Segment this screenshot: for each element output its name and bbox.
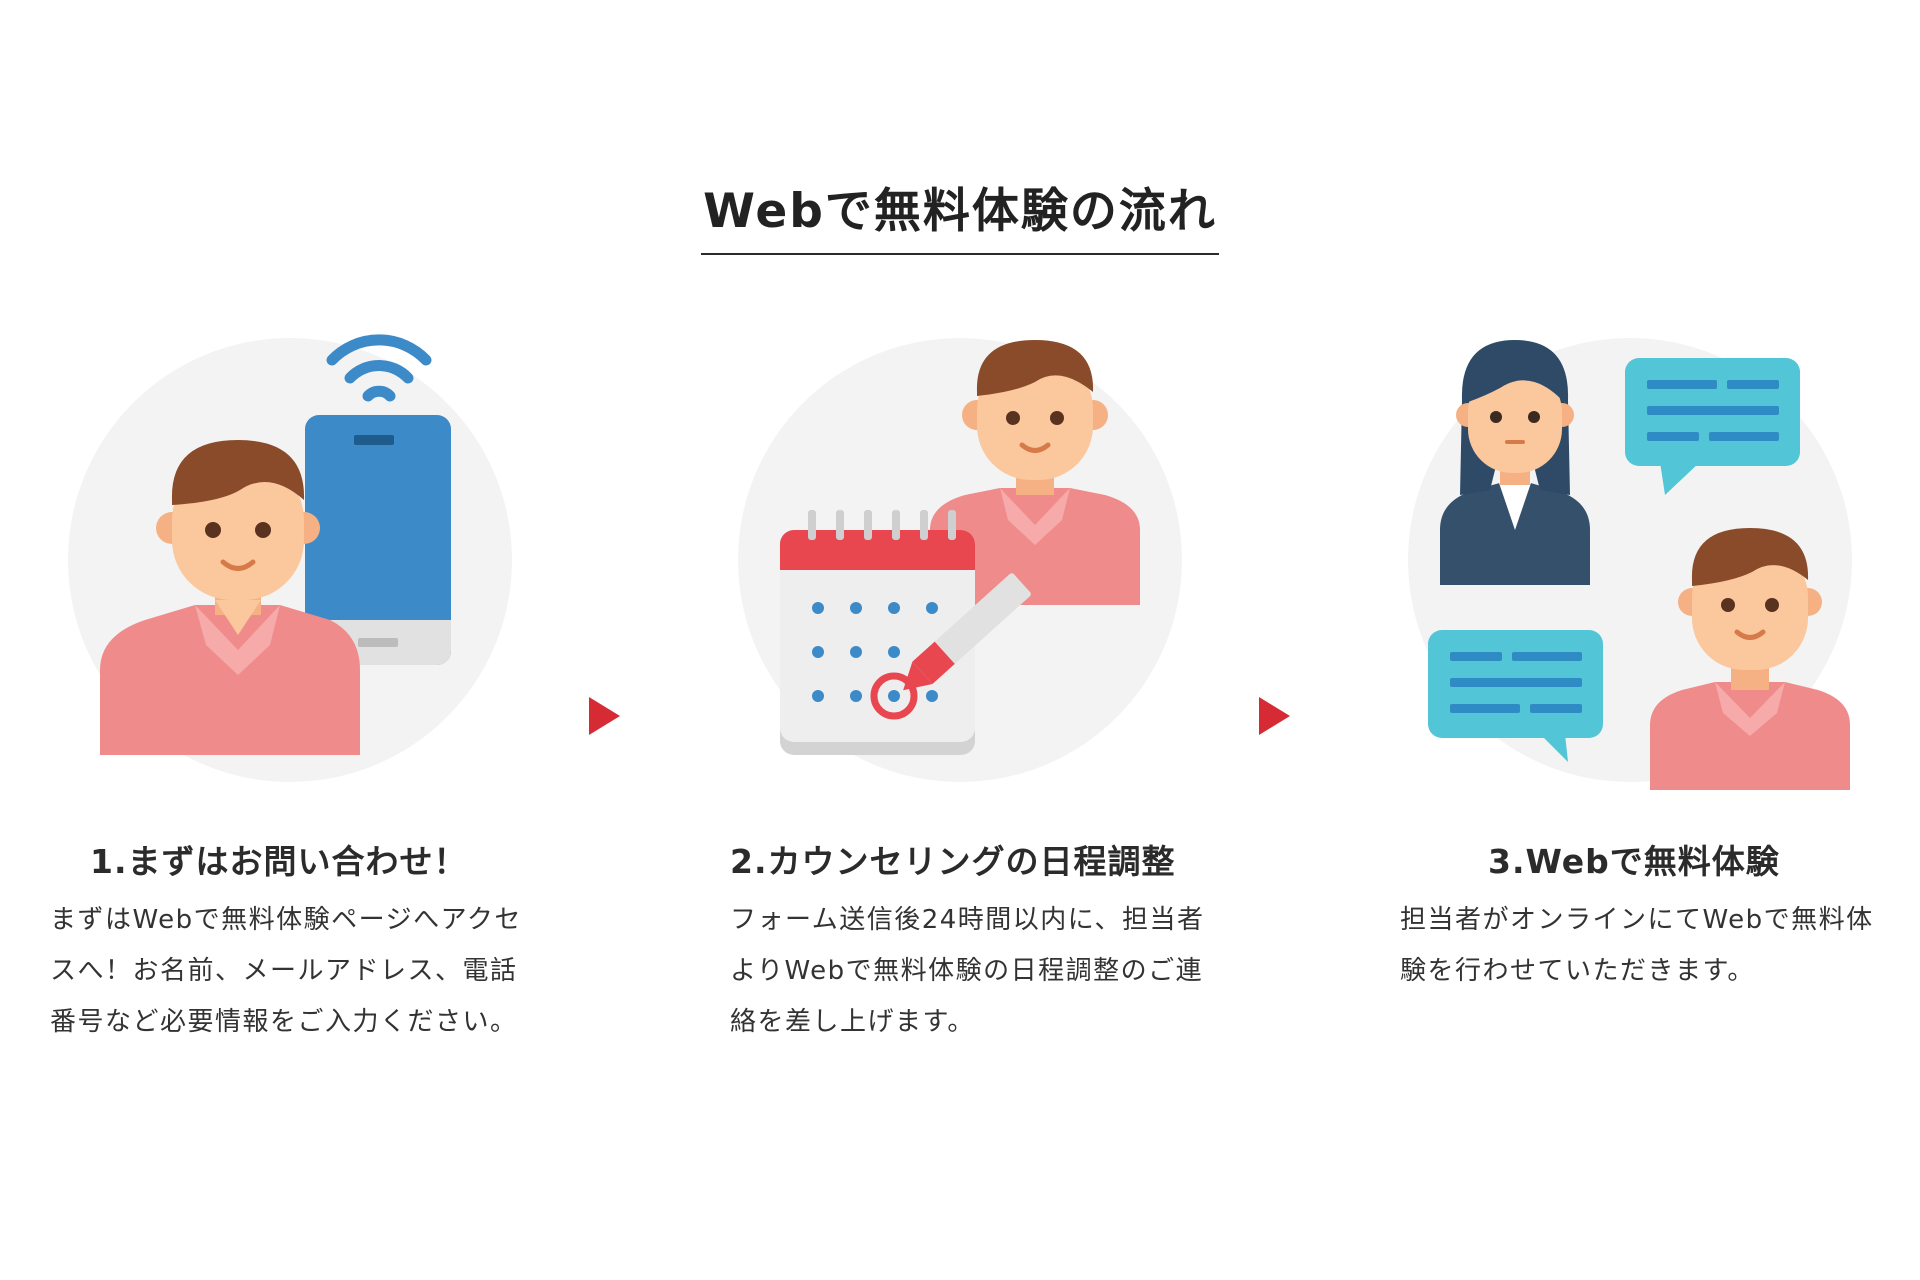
page-title: Webで無料体験の流れ bbox=[701, 172, 1219, 255]
step-3: 3.Webで無料体験 担当者がオンラインにてWebで無料体験を行わせていただきま… bbox=[1400, 330, 1920, 790]
step-title: 3.Webで無料体験 bbox=[1488, 835, 1780, 883]
arrow-right-icon bbox=[1259, 697, 1290, 735]
section-header: Webで無料体験の流れ bbox=[0, 172, 1920, 255]
person-phone-icon bbox=[60, 330, 620, 790]
step-title: 1.まずはお問い合わせ！ bbox=[90, 835, 468, 883]
step-description: 担当者がオンラインにてWebで無料体験を行わせていただきます。 bbox=[1400, 895, 1890, 997]
step-description: フォーム送信後24時間以内に、担当者よりWebで無料体験の日程調整のご連絡を差し… bbox=[730, 895, 1220, 1048]
arrow-right-icon bbox=[589, 697, 620, 735]
step-1: 1.まずはお問い合わせ！ まずはWebで無料体験ページへアクセスへ！お名前、メー… bbox=[60, 330, 620, 790]
step-title: 2.カウンセリングの日程調整 bbox=[730, 835, 1176, 883]
online-chat-icon bbox=[1400, 330, 1920, 790]
step-description: まずはWebで無料体験ページへアクセスへ！お名前、メールアドレス、電話番号など必… bbox=[50, 895, 540, 1048]
person-calendar-icon bbox=[730, 330, 1290, 790]
step-2: 2.カウンセリングの日程調整 フォーム送信後24時間以内に、担当者よりWebで無… bbox=[730, 330, 1290, 790]
